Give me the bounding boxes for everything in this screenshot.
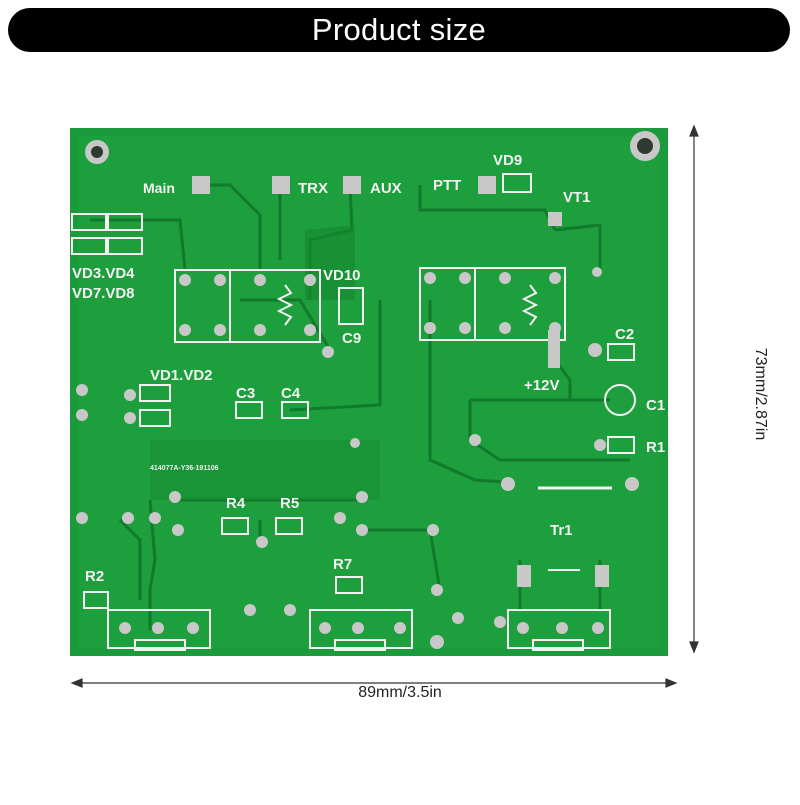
label-vd9: VD9 [493,152,522,169]
label-vd10: VD10 [323,267,361,284]
mounting-hole-top-left [85,140,109,164]
label-ptt: PTT [433,177,461,194]
label-r5: R5 [280,495,299,512]
label-r1: R1 [646,439,665,456]
label-c2: C2 [615,326,634,343]
smd-outlines [71,173,635,609]
label-plus12v: +12V [524,377,559,394]
label-vt1: VT1 [563,189,591,206]
relay-left [174,269,321,343]
width-dimension-arrow [70,678,678,688]
label-c9: C9 [342,330,361,347]
label-r4: R4 [226,495,246,512]
label-c4: C4 [281,385,301,402]
label-r2: R2 [85,568,104,585]
label-trx: TRX [298,180,328,197]
label-board-code: 414077A-Y36-191106 [150,465,219,472]
label-tr1: Tr1 [550,522,573,539]
connector-outlines [107,609,611,651]
label-c3: C3 [236,385,255,402]
copper-pour-top [305,225,355,300]
label-vd7-vd8: VD7.VD8 [72,285,135,302]
banner-title: Product size [311,12,487,47]
label-main: Main [143,180,175,196]
mounting-hole-top-right [630,131,660,161]
copper-pour-mid [150,440,380,500]
label-aux: AUX [370,180,402,197]
height-dimension-arrow [689,124,699,654]
height-dimension-label: 73mm/2.87in [752,347,769,441]
label-vd1-vd2: VD1.VD2 [150,367,213,384]
relay-right [419,267,566,341]
pads [76,176,639,649]
title-banner: Product size [8,8,790,52]
pcb-inner-plane [78,136,660,648]
c1-outline [604,384,636,416]
label-vd3-vd4: VD3.VD4 [72,265,135,282]
width-dimension-label: 89mm/3.5in [358,684,442,701]
label-c1: C1 [646,397,665,414]
label-r7: R7 [333,556,352,573]
